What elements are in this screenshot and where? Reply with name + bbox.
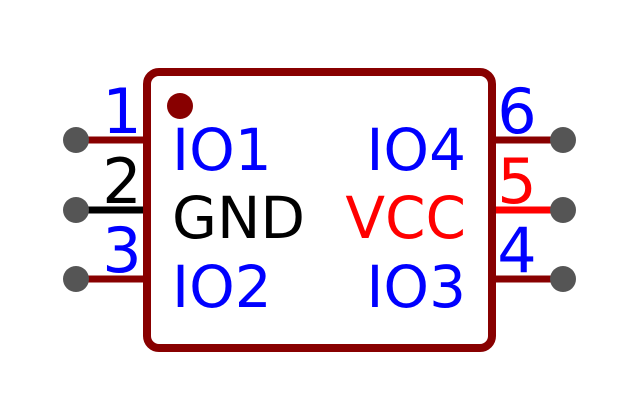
pin-2-number: 2 — [102, 145, 141, 218]
pin-4-number: 4 — [497, 214, 536, 287]
pin-1-name: IO1 — [172, 116, 272, 184]
pin1-marker-icon — [167, 93, 193, 119]
pin-1-endpoint — [63, 127, 89, 153]
pin-6-name: IO4 — [366, 116, 466, 184]
pin-2-endpoint — [63, 197, 89, 223]
pin-1-number: 1 — [102, 75, 141, 148]
pin-3-endpoint — [63, 266, 89, 292]
pin-2-name: GND — [172, 184, 305, 252]
pin-5-endpoint — [550, 197, 576, 223]
pin-5-name: VCC — [345, 184, 466, 252]
pin-6-number: 6 — [497, 75, 536, 148]
pin-5-number: 5 — [497, 145, 536, 218]
pin-3-name: IO2 — [172, 253, 272, 321]
component-body — [143, 68, 496, 352]
pin-4-name: IO3 — [366, 253, 466, 321]
pin-3-number: 3 — [102, 214, 141, 287]
pin-4-endpoint — [550, 266, 576, 292]
pin-6-endpoint — [550, 127, 576, 153]
